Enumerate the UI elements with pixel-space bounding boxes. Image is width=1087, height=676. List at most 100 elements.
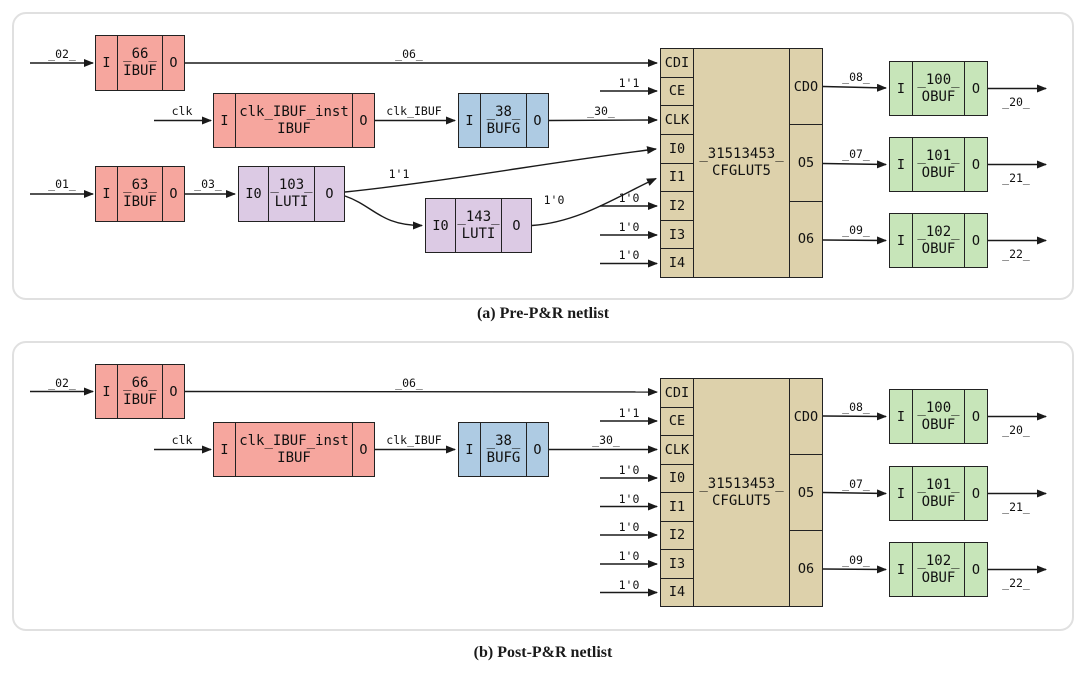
port-i: I [459, 423, 481, 476]
cell-ibuf-63: I _63_ IBUF O [95, 166, 185, 222]
port-o5: O5 [790, 125, 822, 202]
port-i: I [214, 423, 236, 476]
port-o: O [501, 199, 531, 252]
net-label-clk: clk [171, 104, 193, 118]
port-i0: I0 [661, 465, 693, 493]
net-label-i0-const: 1'0 [618, 463, 640, 477]
port-i4: I4 [668, 255, 686, 272]
port-i2: I2 [661, 192, 693, 221]
cell-label: _38_ BUFG [481, 423, 526, 476]
instance-name: _38_ [486, 103, 521, 120]
cell-label: _103_ LUTI [269, 167, 314, 221]
port-i: I [890, 214, 913, 267]
port-cdo: CDO [790, 49, 822, 126]
net-label-i4-const: 1'0 [618, 578, 640, 592]
cell-label: _102_ OBUF [913, 543, 964, 596]
net-label-ce-const: 1'1 [618, 406, 640, 420]
cell-label: clk_IBUF_inst IBUF [236, 423, 352, 476]
cell-type: BUFG [486, 120, 521, 137]
cell-label: _101_ OBUF [913, 138, 964, 191]
port-ce: CE [661, 408, 693, 436]
net-label-08: _08_ [842, 400, 870, 414]
port-cdi: CDI [661, 49, 693, 78]
cell-label: _100_ OBUF [913, 62, 964, 115]
net-label-30: _30_ [592, 433, 620, 447]
net-label-i2-const: 1'0 [618, 520, 640, 534]
cell-type: OBUF [921, 416, 956, 433]
net-label-22: _22_ [1002, 576, 1030, 590]
wire-a-net09 [822, 236, 887, 245]
port-i0: I0 [239, 167, 269, 221]
port-i4: I4 [668, 584, 686, 601]
instance-name: _100_ [917, 71, 960, 88]
instance-name: _101_ [917, 476, 960, 493]
port-i3: I3 [661, 550, 693, 579]
net-label-21: _21_ [1002, 171, 1030, 185]
instance-name: _66_ [123, 374, 157, 391]
cell-type: CFGLUT5 [711, 163, 771, 179]
instance-name: _31513453_ [699, 475, 784, 492]
net-label-30: _30_ [587, 104, 615, 118]
port-i: I [890, 543, 913, 596]
cell-obuf-102: I _102_ OBUF O [889, 542, 988, 597]
net-label-07: _07_ [842, 147, 870, 161]
cell-label: clk_IBUF_inst IBUF [236, 94, 352, 147]
net-label-03: _03_ [194, 177, 222, 191]
port-i0: I0 [426, 199, 456, 252]
cell-type: OBUF [921, 240, 956, 257]
cell-lut-143: I0 _143_ LUTI O [425, 198, 532, 253]
instance-name: _63_ [123, 177, 157, 193]
port-o: O [964, 543, 987, 596]
wire-a-lut143-to-i1 [531, 177, 657, 227]
instance-name: _38_ [486, 432, 521, 449]
output-port-column: CDO O5 O6 [789, 379, 822, 606]
instance-name: _103_ [270, 177, 313, 193]
wire-a-net08 [822, 83, 887, 92]
instance-name: _102_ [917, 223, 960, 240]
port-i: I [96, 167, 118, 221]
port-o6: O6 [797, 560, 815, 577]
net-label-i1-const: 1'0 [618, 492, 640, 506]
port-cdi: CDI [661, 379, 693, 408]
cell-label: _102_ OBUF [913, 214, 964, 267]
port-cdo: CDO [790, 379, 822, 455]
wire-b-net09 [822, 565, 887, 574]
net-label-21: _21_ [1002, 500, 1030, 514]
net-label-07: _07_ [842, 477, 870, 491]
port-o6: O6 [797, 231, 815, 248]
port-o: O [964, 214, 987, 267]
input-port-column: CDI CE CLK I0 I1 I2 I3 I4 [661, 379, 694, 606]
net-label-02: _02_ [48, 376, 76, 390]
port-i1: I1 [661, 493, 693, 522]
port-o: O [162, 36, 184, 90]
cell-label: _31513453_ CFGLUT5 [694, 379, 789, 606]
port-i: I [890, 390, 913, 443]
net-label-clk-ibuf: clk_IBUF [386, 433, 442, 447]
instance-name: clk_IBUF_inst [239, 432, 349, 449]
instance-name: _143_ [457, 208, 500, 225]
cell-clk-ibuf-inst: I clk_IBUF_inst IBUF O [213, 422, 375, 477]
port-o: O [964, 467, 987, 520]
port-i3: I3 [661, 221, 693, 250]
net-label-01: _01_ [48, 177, 76, 191]
net-label-ce-const: 1'1 [618, 76, 640, 90]
port-o: O [964, 62, 987, 115]
cell-obuf-102: I _102_ OBUF O [889, 213, 988, 268]
net-label-lut103-const: 1'1 [388, 167, 410, 181]
cell-type: IBUF [277, 449, 311, 466]
cell-type: LUTI [274, 194, 309, 210]
net-label-09: _09_ [842, 553, 870, 567]
net-label-22: _22_ [1002, 247, 1030, 261]
instance-name: clk_IBUF_inst [239, 103, 349, 120]
wire-b-net07 [822, 489, 887, 498]
cell-label: _66_ IBUF [118, 36, 162, 90]
port-o: O [352, 94, 374, 147]
cell-label: _63_ IBUF [118, 167, 162, 221]
port-o: O [352, 423, 374, 476]
port-i1: I1 [661, 164, 693, 193]
instance-name: _66_ [123, 46, 157, 62]
net-label-08: _08_ [842, 70, 870, 84]
cell-cfglut5: CDI CE CLK I0 I1 I2 I3 I4 _31513453_ CFG… [660, 378, 823, 607]
net-label-clk-ibuf: clk_IBUF [386, 104, 442, 118]
